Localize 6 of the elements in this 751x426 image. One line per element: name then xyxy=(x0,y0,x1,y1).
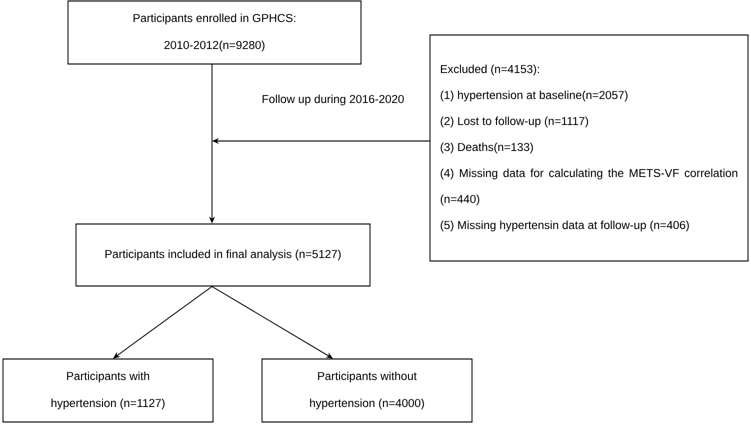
process-box: Participants included in final analysis (n=5127) xyxy=(76,224,370,286)
edge-label: Follow up during 2016-2020 xyxy=(260,94,406,106)
process-box: Participants with hypertension (n=1127) xyxy=(2,358,214,422)
exclusion-box: Excluded (n=4153): (1) hypertension at baseline(n=2057) (2) Lost to follow-up (n=1117) (3) Deaths(n=133) (4) Missing data for calculating the METS-VF correlation (n=440) (5) Missing hypertensin data at follow-up (n=406) xyxy=(430,34,748,262)
process-box: Participants enrolled in GPHCS: 2010-2012(n=9280) xyxy=(68,0,362,64)
process-box: Participants without hypertension (n=4000) xyxy=(262,358,472,422)
